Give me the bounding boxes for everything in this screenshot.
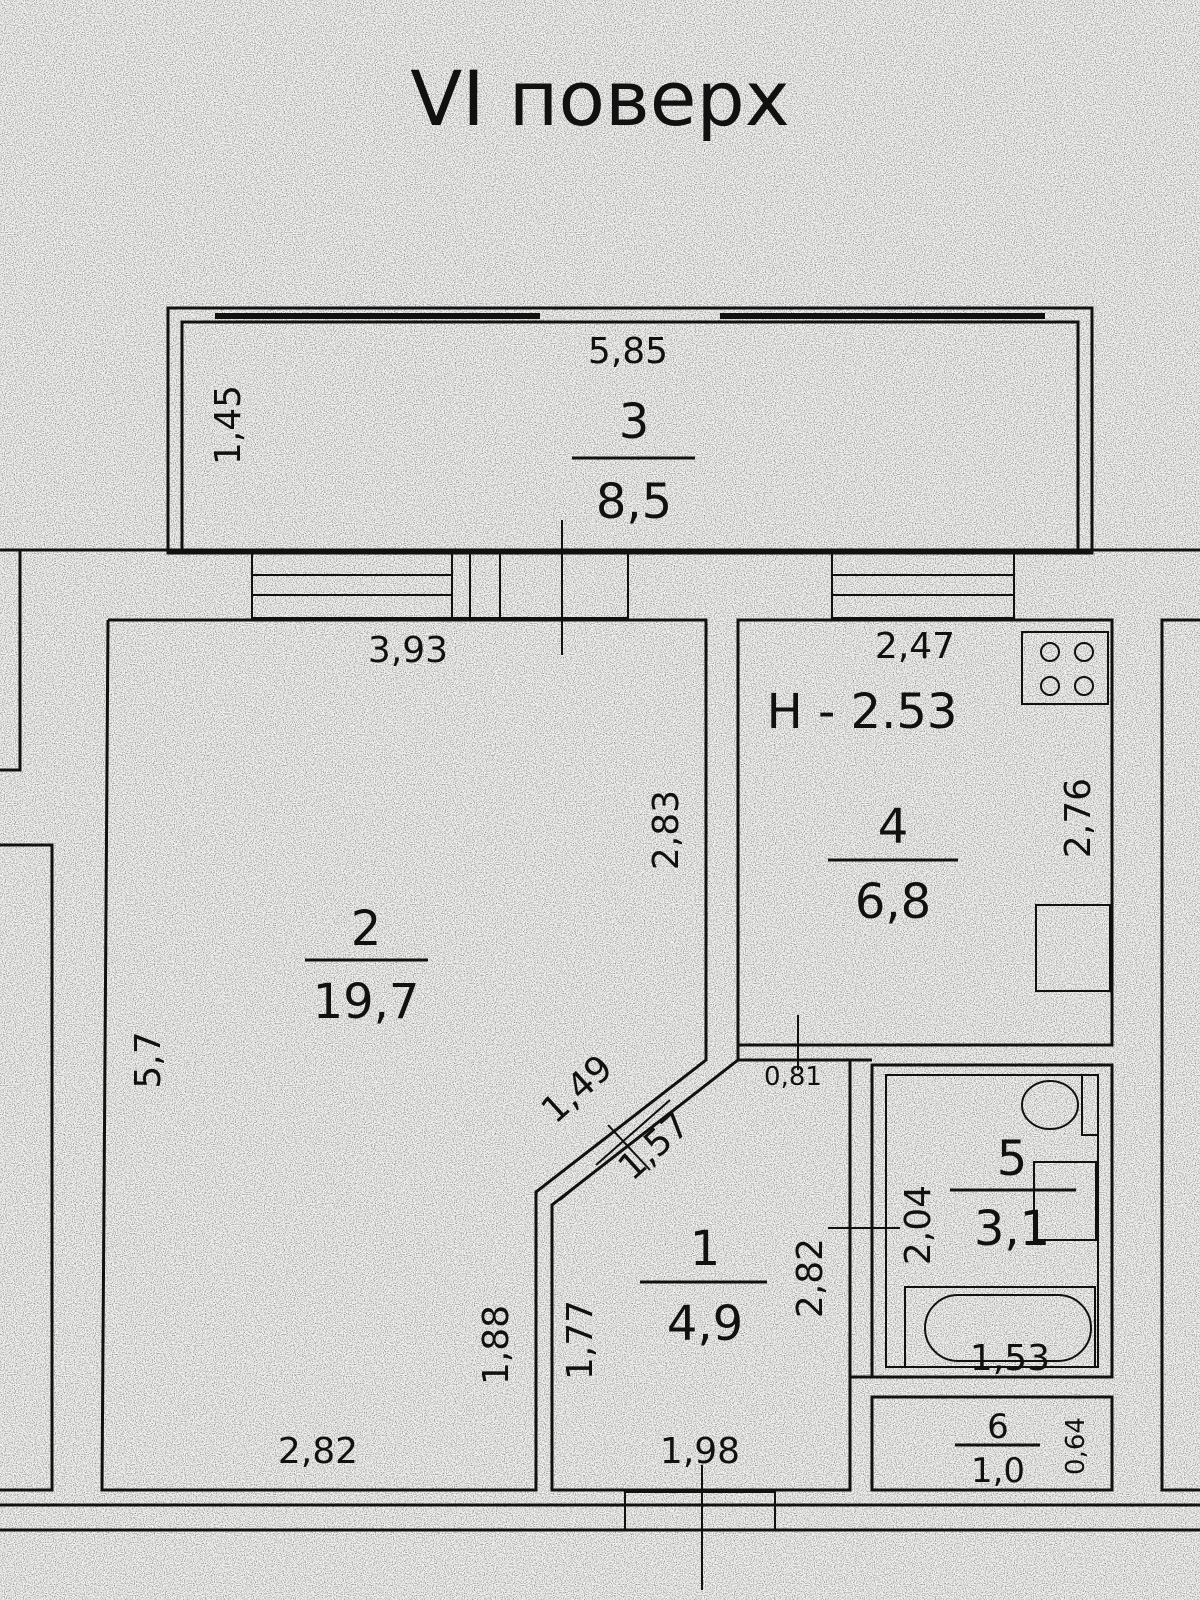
room-4-number: 4 (878, 799, 909, 855)
dim-room2-top: 3,93 (368, 630, 448, 671)
room-3-area: 8,5 (596, 474, 672, 530)
room-2-area: 19,7 (313, 974, 420, 1030)
dim-hall-right: 2,82 (790, 1238, 831, 1318)
walls (0, 306, 1200, 1590)
room-5-outline (870, 1063, 1114, 1379)
room-6-area: 1,0 (971, 1451, 1025, 1491)
room-2-outline (100, 618, 708, 1492)
floor-title: VI поверх (410, 54, 790, 143)
room-6-number: 6 (987, 1407, 1009, 1447)
kitchen-sink (1035, 904, 1111, 992)
dim-kitchen-right: 2,76 (1058, 778, 1099, 858)
dim-bath-height: 2,04 (898, 1185, 939, 1265)
dim-hall-left: 1,77 (560, 1300, 601, 1380)
room-3-number: 3 (619, 394, 650, 450)
toilet (1081, 1074, 1099, 1136)
room-4-area: 6,8 (855, 874, 931, 930)
ceiling-height: H - 2.53 (767, 684, 958, 740)
balcony-inner (180, 320, 1080, 555)
room-2-number: 2 (351, 901, 382, 957)
room-1-number: 1 (690, 1221, 721, 1277)
room-5-number: 5 (997, 1131, 1028, 1187)
dim-bath-tub: 1,53 (970, 1338, 1050, 1379)
dim-room2-right-upper: 2,83 (646, 790, 687, 870)
stove (1021, 631, 1109, 705)
dim-kitchen-top: 2,47 (875, 626, 955, 667)
dim-hall-bottom: 1,98 (660, 1431, 740, 1472)
dim-balcony-depth: 1,45 (208, 385, 249, 465)
dim-room2-right-lower: 1,88 (476, 1305, 517, 1385)
room-6-outline (870, 1395, 1114, 1492)
room-5-area: 3,1 (974, 1201, 1050, 1257)
dim-wc-height: 0,64 (1061, 1417, 1091, 1475)
dim-room2-bottom: 2,82 (278, 1431, 358, 1472)
sink (1033, 1161, 1097, 1241)
room-1-area: 4,9 (667, 1296, 743, 1352)
dim-hall-door: 0,81 (764, 1062, 822, 1092)
bathtub (904, 1286, 1096, 1368)
room-4-outline (736, 618, 1114, 1047)
dim-balcony-width: 5,85 (588, 331, 668, 372)
dim-room2-left: 5,7 (128, 1031, 169, 1088)
fraction-bars (305, 456, 1076, 1447)
